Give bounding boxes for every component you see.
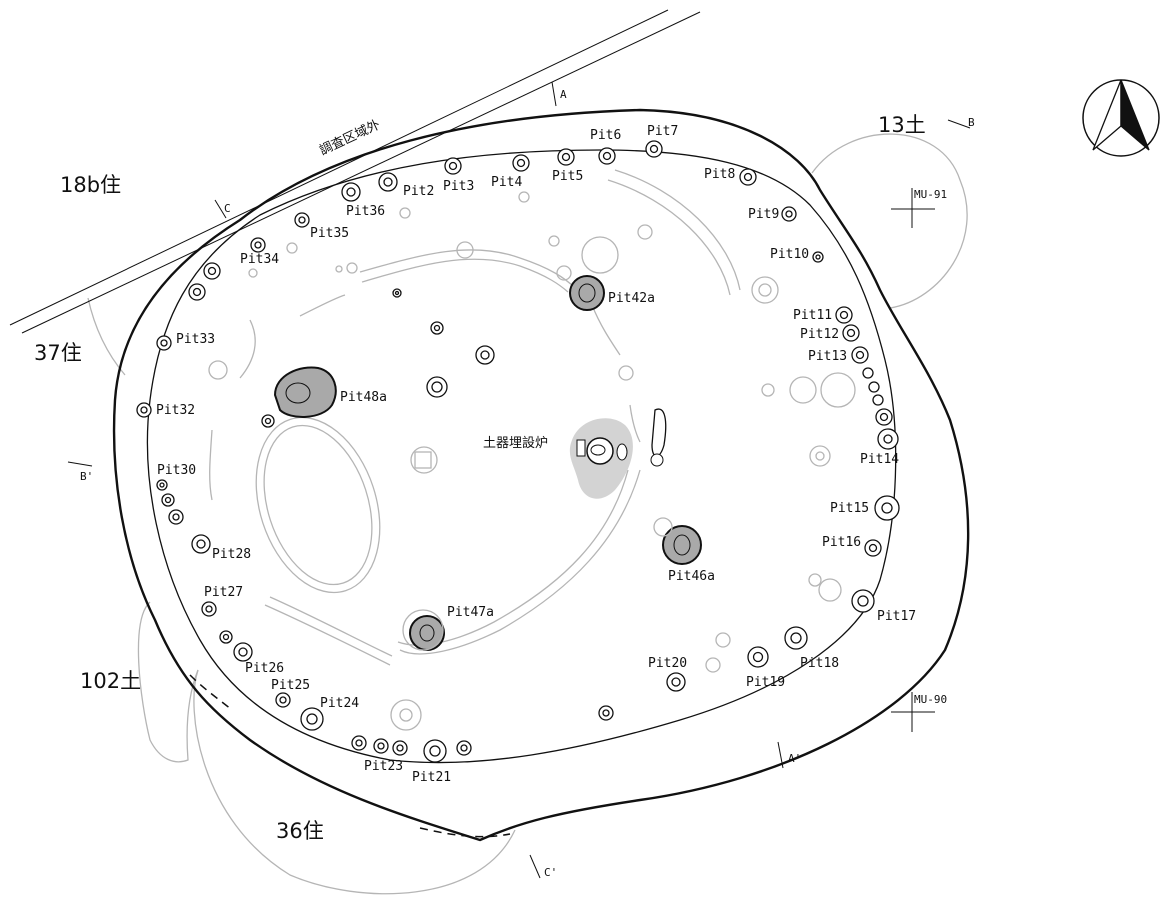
label-pit48a: Pit48a xyxy=(340,390,387,405)
label-section-b: B xyxy=(968,116,975,129)
label-pit21: Pit21 xyxy=(412,770,451,785)
outer-outline xyxy=(112,108,970,842)
label-pit33: Pit33 xyxy=(176,332,215,347)
trench-southwest xyxy=(264,604,391,666)
label-section-a-prime: A' xyxy=(788,752,801,765)
label-section-c-prime: C' xyxy=(544,866,557,879)
hearth-elongated-pit xyxy=(651,408,667,457)
hearth-vessel xyxy=(586,437,614,465)
pit42a-inner xyxy=(578,283,596,303)
label-section-a: A xyxy=(560,88,567,101)
pit47a-inner xyxy=(419,624,435,642)
trench-east-b xyxy=(607,179,731,296)
label-pit2: Pit2 xyxy=(403,184,434,199)
trench-west xyxy=(209,429,213,501)
label-18b-house: 18b住 xyxy=(60,173,121,197)
label-pit46a: Pit46a xyxy=(668,569,715,584)
label-pit15: Pit15 xyxy=(830,501,869,516)
pit42a-shape xyxy=(569,275,605,311)
label-pit47a: Pit47a xyxy=(447,605,494,620)
feature-36-outline xyxy=(193,669,516,895)
pit46a-inner xyxy=(673,534,691,556)
label-pit36: Pit36 xyxy=(346,204,385,219)
label-pit6: Pit6 xyxy=(590,128,621,143)
label-pit19: Pit19 xyxy=(746,675,785,690)
hearth-stone-2 xyxy=(616,443,628,461)
label-102-pit: 102土 xyxy=(80,669,141,693)
label-pit3: Pit3 xyxy=(443,179,474,194)
trench-southwest-b xyxy=(269,596,393,657)
trench-small-2 xyxy=(629,404,641,443)
label-13-pit: 13土 xyxy=(878,113,926,137)
hearth-side-pit xyxy=(650,453,664,467)
pit48a-inner xyxy=(285,382,311,404)
label-pit11: Pit11 xyxy=(793,308,832,323)
boundary-line-2 xyxy=(21,11,701,334)
label-section-c: C xyxy=(224,202,231,215)
label-pit27: Pit27 xyxy=(204,585,243,600)
label-pit12: Pit12 xyxy=(800,327,839,342)
label-pit17: Pit17 xyxy=(877,609,916,624)
label-36-house: 36住 xyxy=(276,819,324,843)
label-pit35: Pit35 xyxy=(310,226,349,241)
central-feature-inner xyxy=(414,451,432,469)
label-37-house: 37住 xyxy=(34,341,82,365)
label-section-b-prime: B' xyxy=(80,470,93,483)
hearth-stone xyxy=(576,439,586,457)
label-pit28: Pit28 xyxy=(212,547,251,562)
label-pit20: Pit20 xyxy=(648,656,687,671)
north-arrow-icon xyxy=(1082,79,1160,157)
feature-102-dashed-line xyxy=(189,674,233,711)
label-pit7: Pit7 xyxy=(647,124,678,139)
label-pit42a: Pit42a xyxy=(608,291,655,306)
section-ticks xyxy=(67,81,971,879)
feature-102-outline xyxy=(137,601,199,763)
label-pit14: Pit14 xyxy=(860,452,899,467)
trench-north xyxy=(359,249,576,289)
trench-south xyxy=(399,469,641,655)
pit48a-shape xyxy=(273,366,337,418)
pit47a-shape xyxy=(409,615,445,651)
label-hearth: 土器埋設炉 xyxy=(483,435,548,451)
label-pit26: Pit26 xyxy=(245,661,284,676)
label-pit23: Pit23 xyxy=(364,759,403,774)
label-mu91: MU-91 xyxy=(914,188,947,201)
feature-13-outline xyxy=(811,133,968,309)
label-pit16: Pit16 xyxy=(822,535,861,550)
label-pit30: Pit30 xyxy=(157,463,196,478)
label-pit8: Pit8 xyxy=(704,167,735,182)
label-pit5: Pit5 xyxy=(552,169,583,184)
label-pit24: Pit24 xyxy=(320,696,359,711)
pit47a-grey-ring xyxy=(402,609,444,651)
label-pit9: Pit9 xyxy=(748,207,779,222)
trench-north-b xyxy=(361,258,569,293)
central-feature xyxy=(410,446,438,474)
label-pit4: Pit4 xyxy=(491,175,522,190)
label-pit25: Pit25 xyxy=(271,678,310,693)
boundary-line-1 xyxy=(9,9,669,326)
large-oval-pit xyxy=(255,416,381,594)
large-oval-pit-inner xyxy=(263,424,373,586)
feature-37-outline xyxy=(87,297,126,376)
label-pit10: Pit10 xyxy=(770,247,809,262)
label-pit32: Pit32 xyxy=(156,403,195,418)
grey-pit-markers xyxy=(208,191,856,731)
label-pit18: Pit18 xyxy=(800,656,839,671)
inner-outline xyxy=(146,149,897,764)
label-pit34: Pit34 xyxy=(240,252,279,267)
pit-markers xyxy=(136,140,900,763)
trench-east xyxy=(614,169,741,291)
trench-small-1 xyxy=(299,294,346,317)
trench-pit42-tail xyxy=(591,304,621,356)
trench-northwest xyxy=(239,319,256,379)
label-mu90: MU-90 xyxy=(914,693,947,706)
hearth-vessel-inner xyxy=(590,444,606,456)
label-pit13: Pit13 xyxy=(808,349,847,364)
pit46a-shape xyxy=(662,525,702,565)
